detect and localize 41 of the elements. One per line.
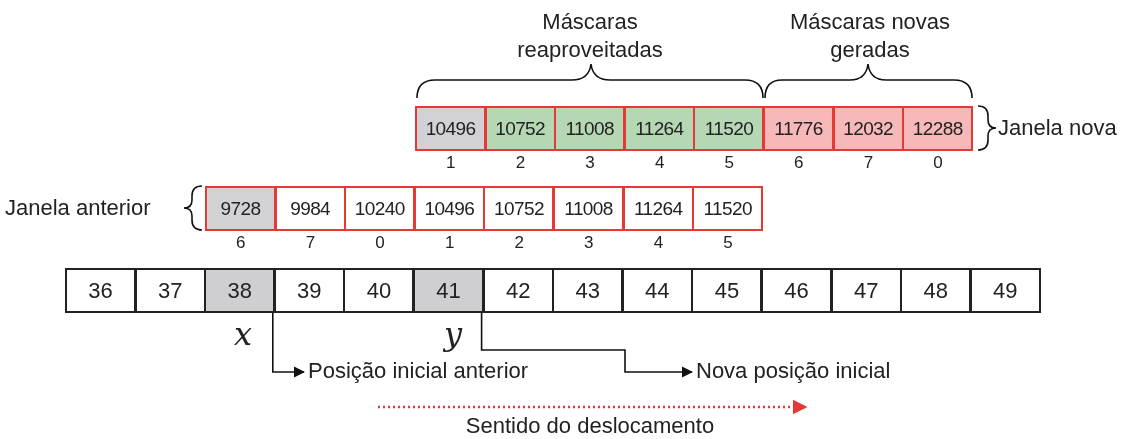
position-cell: 39 <box>273 268 345 313</box>
position-cell: 48 <box>900 268 972 313</box>
position-cell: 45 <box>691 268 763 313</box>
index-label: 0 <box>374 233 386 253</box>
caption-text: Nova posição inicial <box>696 358 891 384</box>
index-label: 2 <box>513 233 525 253</box>
position-cell: 41 <box>413 268 485 313</box>
position-cell: 47 <box>830 268 902 313</box>
index-label: 7 <box>304 233 316 253</box>
group-label: Máscaras reaproveitadas <box>516 8 664 64</box>
group-label: Máscaras novas geradas <box>788 8 952 64</box>
index-label: 4 <box>653 153 665 173</box>
index-label: 0 <box>932 153 944 173</box>
index-label: 7 <box>862 153 874 173</box>
variable-label: y <box>442 314 464 354</box>
variable-label: x <box>232 314 253 354</box>
index-label: 6 <box>235 233 246 253</box>
window-label: Janela anterior <box>5 194 152 222</box>
index-label: 5 <box>722 233 734 253</box>
position-cell: 49 <box>969 268 1041 313</box>
leader-arrow <box>272 312 306 378</box>
position-cell: 38 <box>204 268 276 313</box>
window-label: Janela nova <box>998 114 1118 142</box>
index-label: 2 <box>514 153 526 173</box>
caption-text: Posição inicial anterior <box>308 358 529 384</box>
index-label: 4 <box>652 233 664 253</box>
position-cell: 44 <box>621 268 693 313</box>
direction-label: Sentido do deslocamento <box>464 412 716 439</box>
index-label: 6 <box>793 153 804 173</box>
position-cell: 37 <box>134 268 206 313</box>
leader-arrow <box>480 312 694 378</box>
position-cell: 42 <box>482 268 554 313</box>
position-cell: 43 <box>552 268 624 313</box>
index-label: 1 <box>443 233 455 253</box>
index-label: 3 <box>584 153 596 173</box>
index-label: 1 <box>445 153 456 173</box>
position-cell: 36 <box>65 268 137 313</box>
index-label: 5 <box>723 153 735 173</box>
index-label: 3 <box>583 233 594 253</box>
position-cell: 40 <box>343 268 415 313</box>
position-cell: 46 <box>761 268 833 313</box>
